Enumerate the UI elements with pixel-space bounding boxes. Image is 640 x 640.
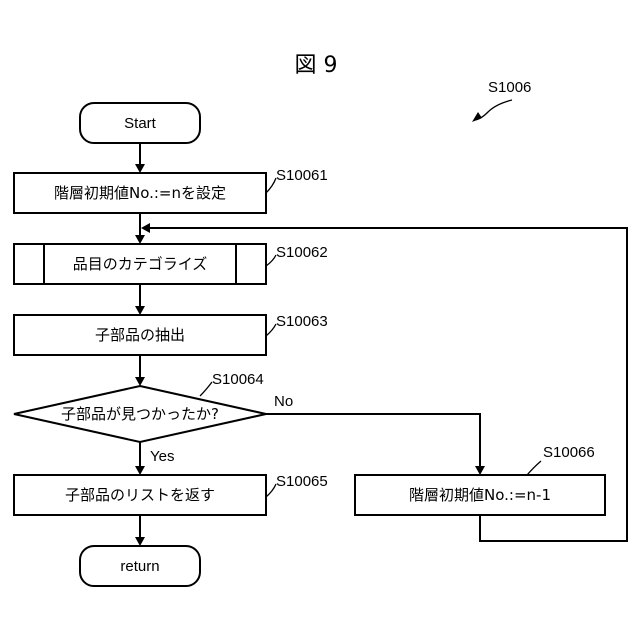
step-leader xyxy=(266,255,276,266)
start-text: Start xyxy=(124,115,157,132)
arrowhead xyxy=(135,377,145,386)
step-leader xyxy=(266,484,276,497)
arrowhead xyxy=(475,466,485,475)
process-s10061-text: 階層初期値No.:=nを設定 xyxy=(54,184,226,202)
return-text: return xyxy=(120,558,159,575)
process-s10063: 子部品の抽出 xyxy=(14,315,266,355)
decision-s10064-text: 子部品が見つかったか? xyxy=(61,405,219,423)
return-terminal: return xyxy=(80,546,200,586)
step-label-s10064: S10064 xyxy=(212,371,264,388)
step-label-s10063: S10063 xyxy=(276,313,328,330)
step-leader xyxy=(200,382,212,396)
figure-title: 図 9 xyxy=(295,53,338,78)
subprocess-s10062-text: 品目のカテゴライズ xyxy=(73,255,208,273)
branch-yes-label: Yes xyxy=(150,448,174,465)
process-s10066: 階層初期値No.:=n-1 xyxy=(355,475,605,515)
step-label-s10061: S10061 xyxy=(276,167,328,184)
process-s10065: 子部品のリストを返す xyxy=(14,475,266,515)
arrowhead xyxy=(135,306,145,315)
decision-s10064: 子部品が見つかったか? xyxy=(14,386,266,442)
process-s10063-text: 子部品の抽出 xyxy=(95,326,185,344)
step-leader xyxy=(266,178,276,193)
subprocess-s10062: 品目のカテゴライズ xyxy=(14,244,266,284)
step-label-s10066: S10066 xyxy=(543,444,595,461)
branch-no-label: No xyxy=(274,393,293,410)
figure-ref-label: S1006 xyxy=(488,79,531,96)
step-leader xyxy=(527,461,541,475)
process-s10066-text: 階層初期値No.:=n-1 xyxy=(409,486,551,504)
start-terminal: Start xyxy=(80,103,200,143)
arrowhead xyxy=(135,235,145,244)
process-s10061: 階層初期値No.:=nを設定 xyxy=(14,173,266,213)
step-label-s10065: S10065 xyxy=(276,473,328,490)
arrowhead xyxy=(135,466,145,475)
ref-arrowhead xyxy=(472,112,482,122)
step-label-s10062: S10062 xyxy=(276,244,328,261)
process-s10065-text: 子部品のリストを返す xyxy=(65,486,215,504)
arrowhead xyxy=(141,223,150,233)
step-leader xyxy=(266,324,276,336)
arrowhead xyxy=(135,537,145,546)
arrowhead xyxy=(135,164,145,173)
